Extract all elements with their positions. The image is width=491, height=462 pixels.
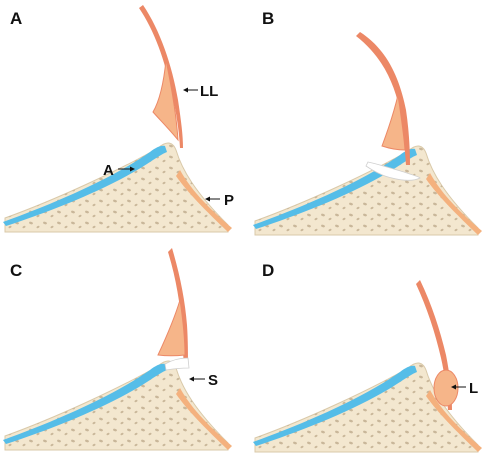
panel-b: B xyxy=(252,9,483,236)
arrowhead-icon xyxy=(451,384,456,390)
panel-letter-d: D xyxy=(262,261,274,280)
label-p: P xyxy=(224,192,234,209)
glenoid-bone xyxy=(2,360,233,451)
label-ll: LL xyxy=(200,83,218,100)
label-a: A xyxy=(103,162,114,179)
labrum-separation xyxy=(164,357,190,371)
labrum xyxy=(381,94,406,151)
arrowhead-icon xyxy=(130,166,135,172)
arrowhead-icon xyxy=(189,376,194,382)
panel-letter-c: C xyxy=(10,261,22,280)
panel-letter-b: B xyxy=(262,9,274,28)
panel-letter-a: A xyxy=(10,9,22,28)
label-s: S xyxy=(208,372,218,389)
glenoid-bone xyxy=(252,145,483,236)
panel-a: A LL A P xyxy=(2,5,234,233)
panel-d: D L xyxy=(252,261,483,453)
label-l: L xyxy=(469,380,478,397)
labrum-lesion xyxy=(433,369,459,407)
labrum-tear xyxy=(365,161,421,181)
labrum xyxy=(157,299,186,357)
glenoid-bone xyxy=(2,142,233,233)
arrowhead-icon xyxy=(205,196,210,202)
labrum xyxy=(152,59,179,142)
ligament xyxy=(356,32,410,165)
arrowhead-icon xyxy=(183,87,188,93)
panel-c: C S xyxy=(2,248,233,451)
